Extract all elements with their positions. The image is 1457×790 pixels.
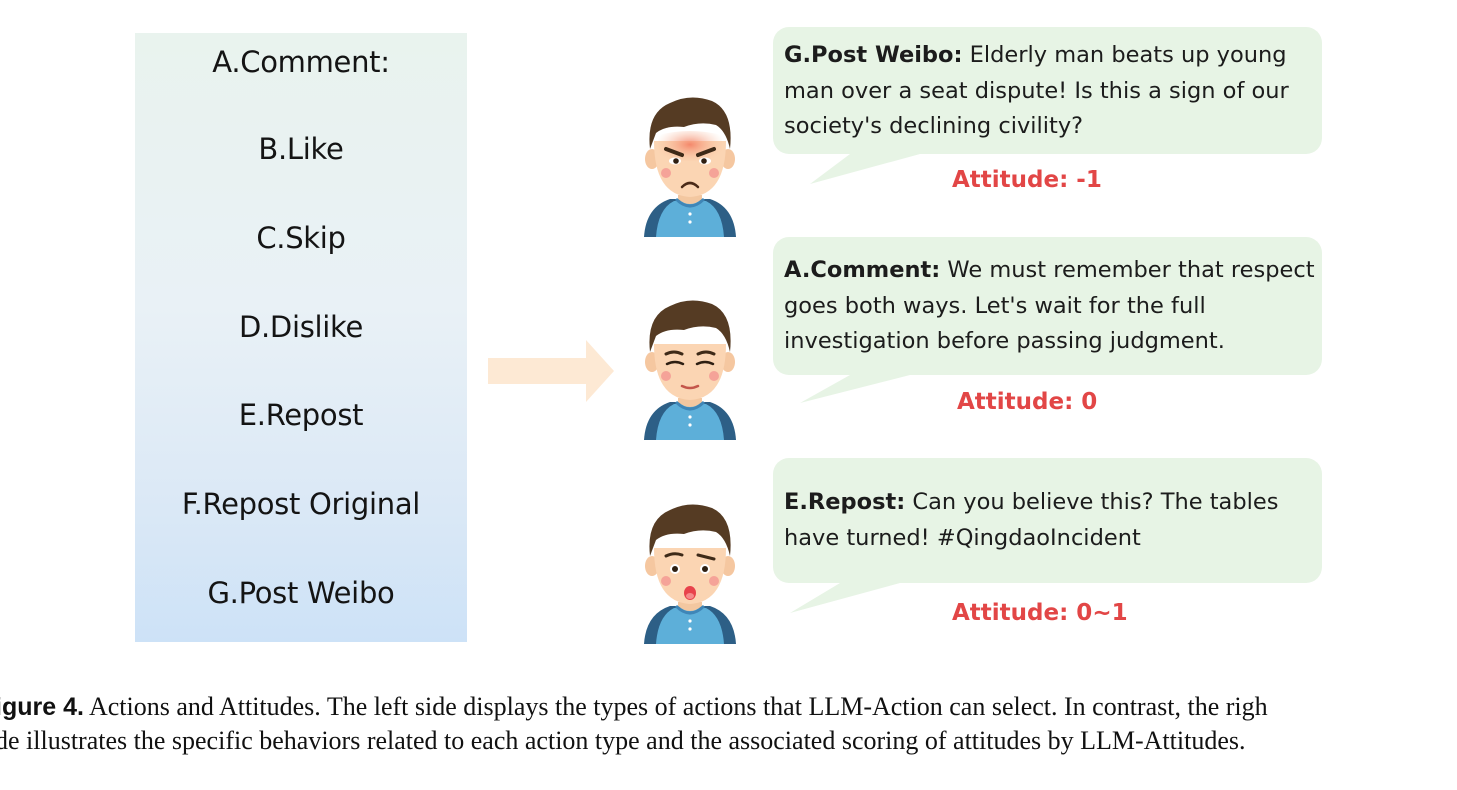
action-list-panel: A.Comment: B.Like C.Skip D.Dislike E.Rep… — [135, 33, 467, 642]
post-action-tag-3: E.Repost: — [784, 489, 906, 515]
caption-line-2: de illustrates the specific behaviors re… — [0, 726, 1246, 755]
caption-line-1: igure 4. Actions and Attitudes. The left… — [0, 690, 1457, 724]
caption-figure-label: igure 4. — [0, 693, 84, 721]
bubble-tail-1 — [810, 154, 920, 184]
attitude-score-1: Attitude: -1 — [952, 167, 1102, 193]
post-body-3: Can you believe this? The tables have tu… — [784, 489, 1279, 551]
action-item-like: B.Like — [258, 132, 344, 166]
bubble-tail-2 — [800, 375, 910, 403]
figure-caption: igure 4. Actions and Attitudes. The left… — [0, 690, 1457, 758]
angry-boy-avatar — [644, 97, 736, 237]
surprised-boy-avatar — [644, 504, 736, 644]
bubble-tail-3 — [790, 583, 900, 613]
action-item-comment: A.Comment: — [212, 45, 390, 79]
post-text-2: A.Comment: We must remember that respect… — [784, 253, 1324, 360]
post-action-tag-2: A.Comment: — [784, 257, 941, 283]
post-body-1: Elderly man beats up young man over a se… — [784, 42, 1289, 139]
post-bubble-1 — [773, 27, 1322, 154]
calm-boy-avatar — [644, 300, 736, 440]
post-text-3: E.Repost: Can you believe this? The tabl… — [784, 485, 1304, 556]
post-text-1: G.Post Weibo: Elderly man beats up young… — [784, 38, 1324, 145]
post-action-tag-1: G.Post Weibo: — [784, 42, 963, 68]
caption-text: Actions and Attitudes. The left side dis… — [83, 692, 1268, 721]
post-body-2: We must remember that respect goes both … — [784, 257, 1315, 354]
right-arrow-icon — [488, 340, 614, 402]
action-item-dislike: D.Dislike — [238, 310, 364, 344]
post-bubble-3 — [773, 458, 1322, 583]
action-item-post-weibo: G.Post Weibo — [207, 576, 395, 610]
action-item-repost-original: F.Repost Original — [181, 487, 421, 521]
attitude-score-3: Attitude: 0~1 — [952, 600, 1128, 626]
action-item-repost: E.Repost — [238, 398, 364, 432]
action-item-skip: C.Skip — [256, 221, 346, 255]
post-bubble-2 — [773, 237, 1322, 375]
attitude-score-2: Attitude: 0 — [957, 389, 1098, 415]
